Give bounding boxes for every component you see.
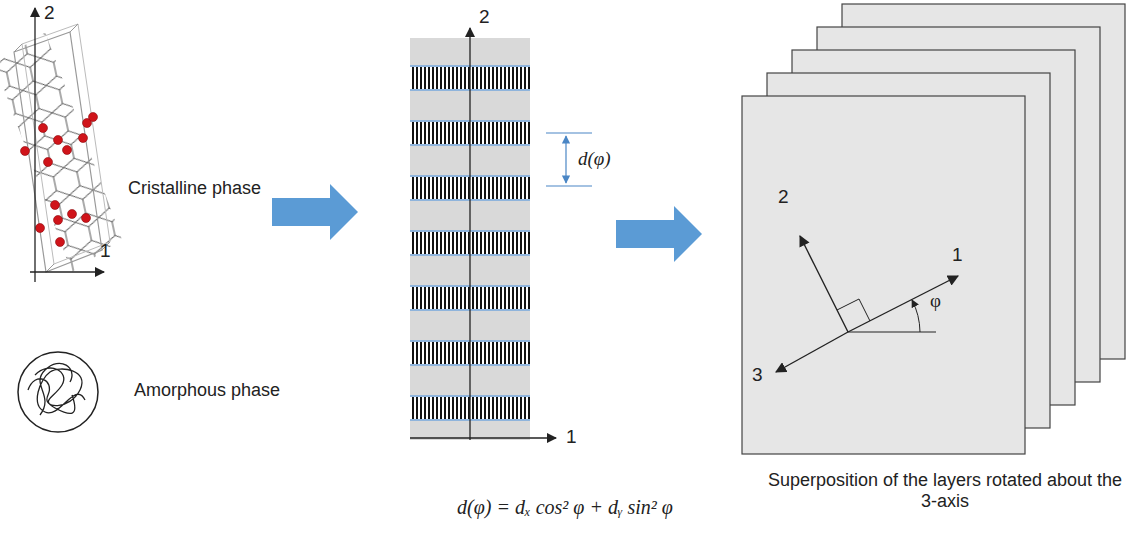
flow-arrow [616,206,702,262]
layer-axes [776,236,958,372]
axis-label: 1 [100,240,111,262]
axis-label: 2 [479,6,490,28]
axis-label: 1 [566,426,577,448]
amorphous-coil [18,352,98,432]
formula: d(φ) = dₓ cos² φ + dᵧ sin² φ [457,496,673,519]
dimension-label: d(φ) [578,148,611,170]
axis-label: 1 [952,244,963,266]
axis-label: 2 [778,186,789,208]
flow-arrow [272,184,358,240]
layer-stack [742,4,1125,454]
caption-text: Superposition of the layers rotated abou… [764,470,1126,511]
axis-label: 3 [752,364,763,386]
phase-label: Amorphous phase [134,380,280,401]
lamellar-band [410,28,592,440]
angle-label: φ [930,290,941,312]
axis-label: 2 [44,2,55,24]
crystal-cell [0,0,160,309]
phase-label: Cristalline phase [128,178,261,199]
